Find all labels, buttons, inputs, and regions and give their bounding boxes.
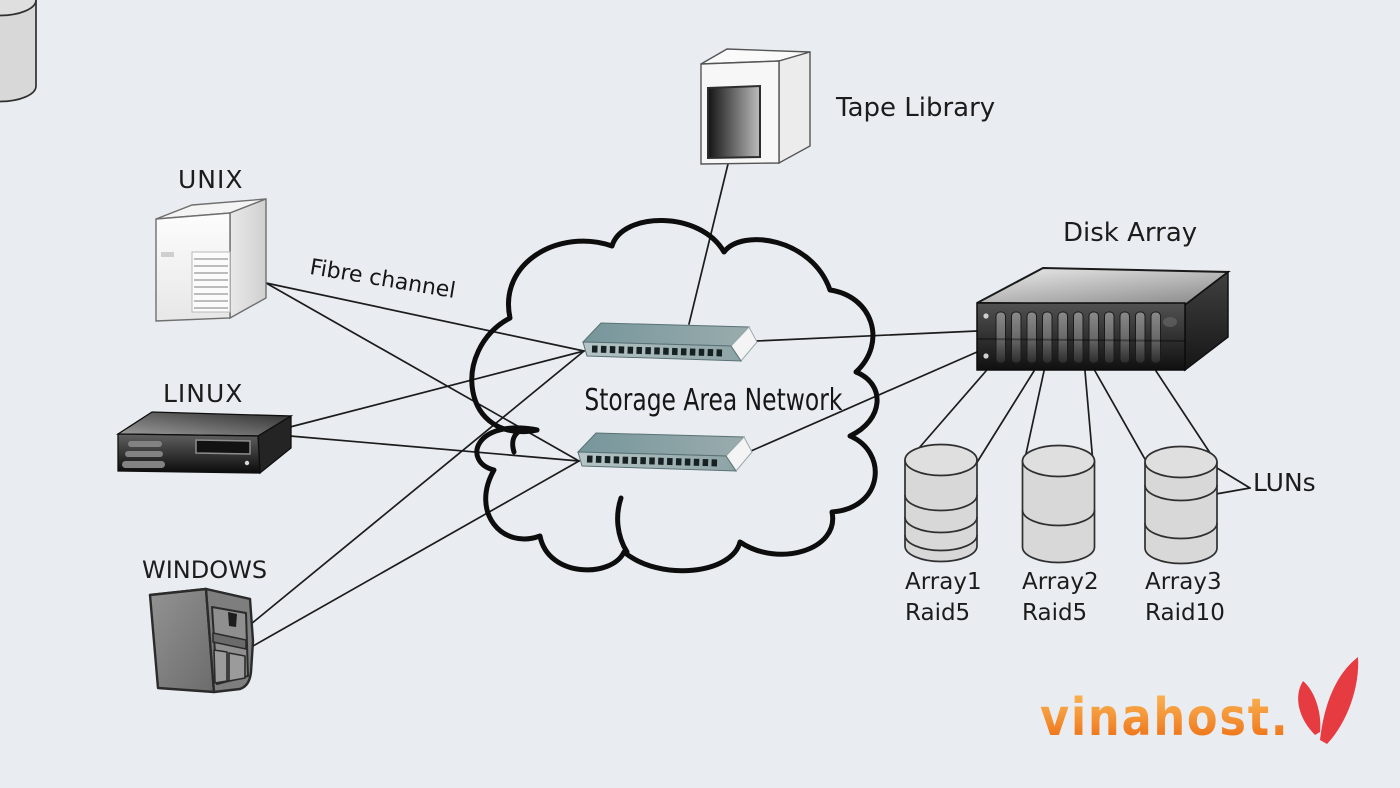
array1-name: Array1 <box>905 569 982 595</box>
link-unix-switch2 <box>265 282 580 462</box>
disk-array-icon <box>976 266 1231 372</box>
unix-label: UNIX <box>178 165 244 194</box>
link-linux-switch2 <box>289 435 580 462</box>
array2-label: Array2 Raid5 <box>1022 567 1099 629</box>
windows-label: WINDOWS <box>142 556 268 584</box>
luns-pointer-upper <box>1216 467 1251 489</box>
link-linux-switch1 <box>289 350 585 428</box>
san-cloud-outline <box>469 218 880 574</box>
link-diskarray-array1-right <box>975 370 1035 465</box>
array1-label: Array1 Raid5 <box>905 567 982 629</box>
cloud-path <box>469 218 880 574</box>
linux-server-icon <box>115 411 294 475</box>
san-label: Storage Area Network <box>584 383 843 418</box>
link-diskarray-array2-right <box>1084 370 1094 464</box>
lun-cylinder-array2-icon <box>1021 444 1096 564</box>
link-unix-switch1 <box>265 282 585 352</box>
cloud-hook-left <box>510 426 540 455</box>
array1-raid: Raid5 <box>905 600 971 626</box>
lun-cylinder-array1-icon <box>904 443 978 563</box>
san-switch-2-icon <box>578 433 752 471</box>
link-windows-switch2 <box>252 460 580 647</box>
unix-server-icon <box>155 197 267 322</box>
luns-pointer-lower <box>1215 487 1251 495</box>
array2-name: Array2 <box>1022 569 1099 595</box>
link-diskarray-array3-left <box>1094 370 1147 462</box>
link-diskarray-array2-left <box>1023 370 1045 464</box>
link-diskarray-array3-right <box>1155 370 1217 463</box>
array3-label: Array3 Raid10 <box>1145 567 1225 629</box>
array3-raid: Raid10 <box>1145 600 1225 626</box>
link-windows-switch1 <box>250 350 585 625</box>
cloud-hook-bottom <box>615 495 630 555</box>
vinahost-logo: vinahost. <box>1040 688 1290 748</box>
link-switch1-diskarray <box>755 330 978 342</box>
vinahost-check-icon <box>1298 657 1359 744</box>
lun-cylinder-array3-icon <box>1144 445 1218 565</box>
disk-array-label: Disk Array <box>1063 218 1198 248</box>
connection-lines <box>250 163 1251 647</box>
tape-library-icon <box>700 48 811 165</box>
san-switch-1-icon <box>581 322 758 362</box>
link-tape-switch1 <box>688 163 729 325</box>
luns-label: LUNs <box>1253 468 1316 497</box>
tape-library-label: Tape Library <box>836 93 996 123</box>
link-switch2-diskarray <box>750 351 978 452</box>
array2-raid: Raid5 <box>1022 600 1088 626</box>
linux-label: LINUX <box>163 379 244 408</box>
windows-tower-icon <box>148 587 255 694</box>
array3-name: Array3 <box>1145 569 1222 595</box>
